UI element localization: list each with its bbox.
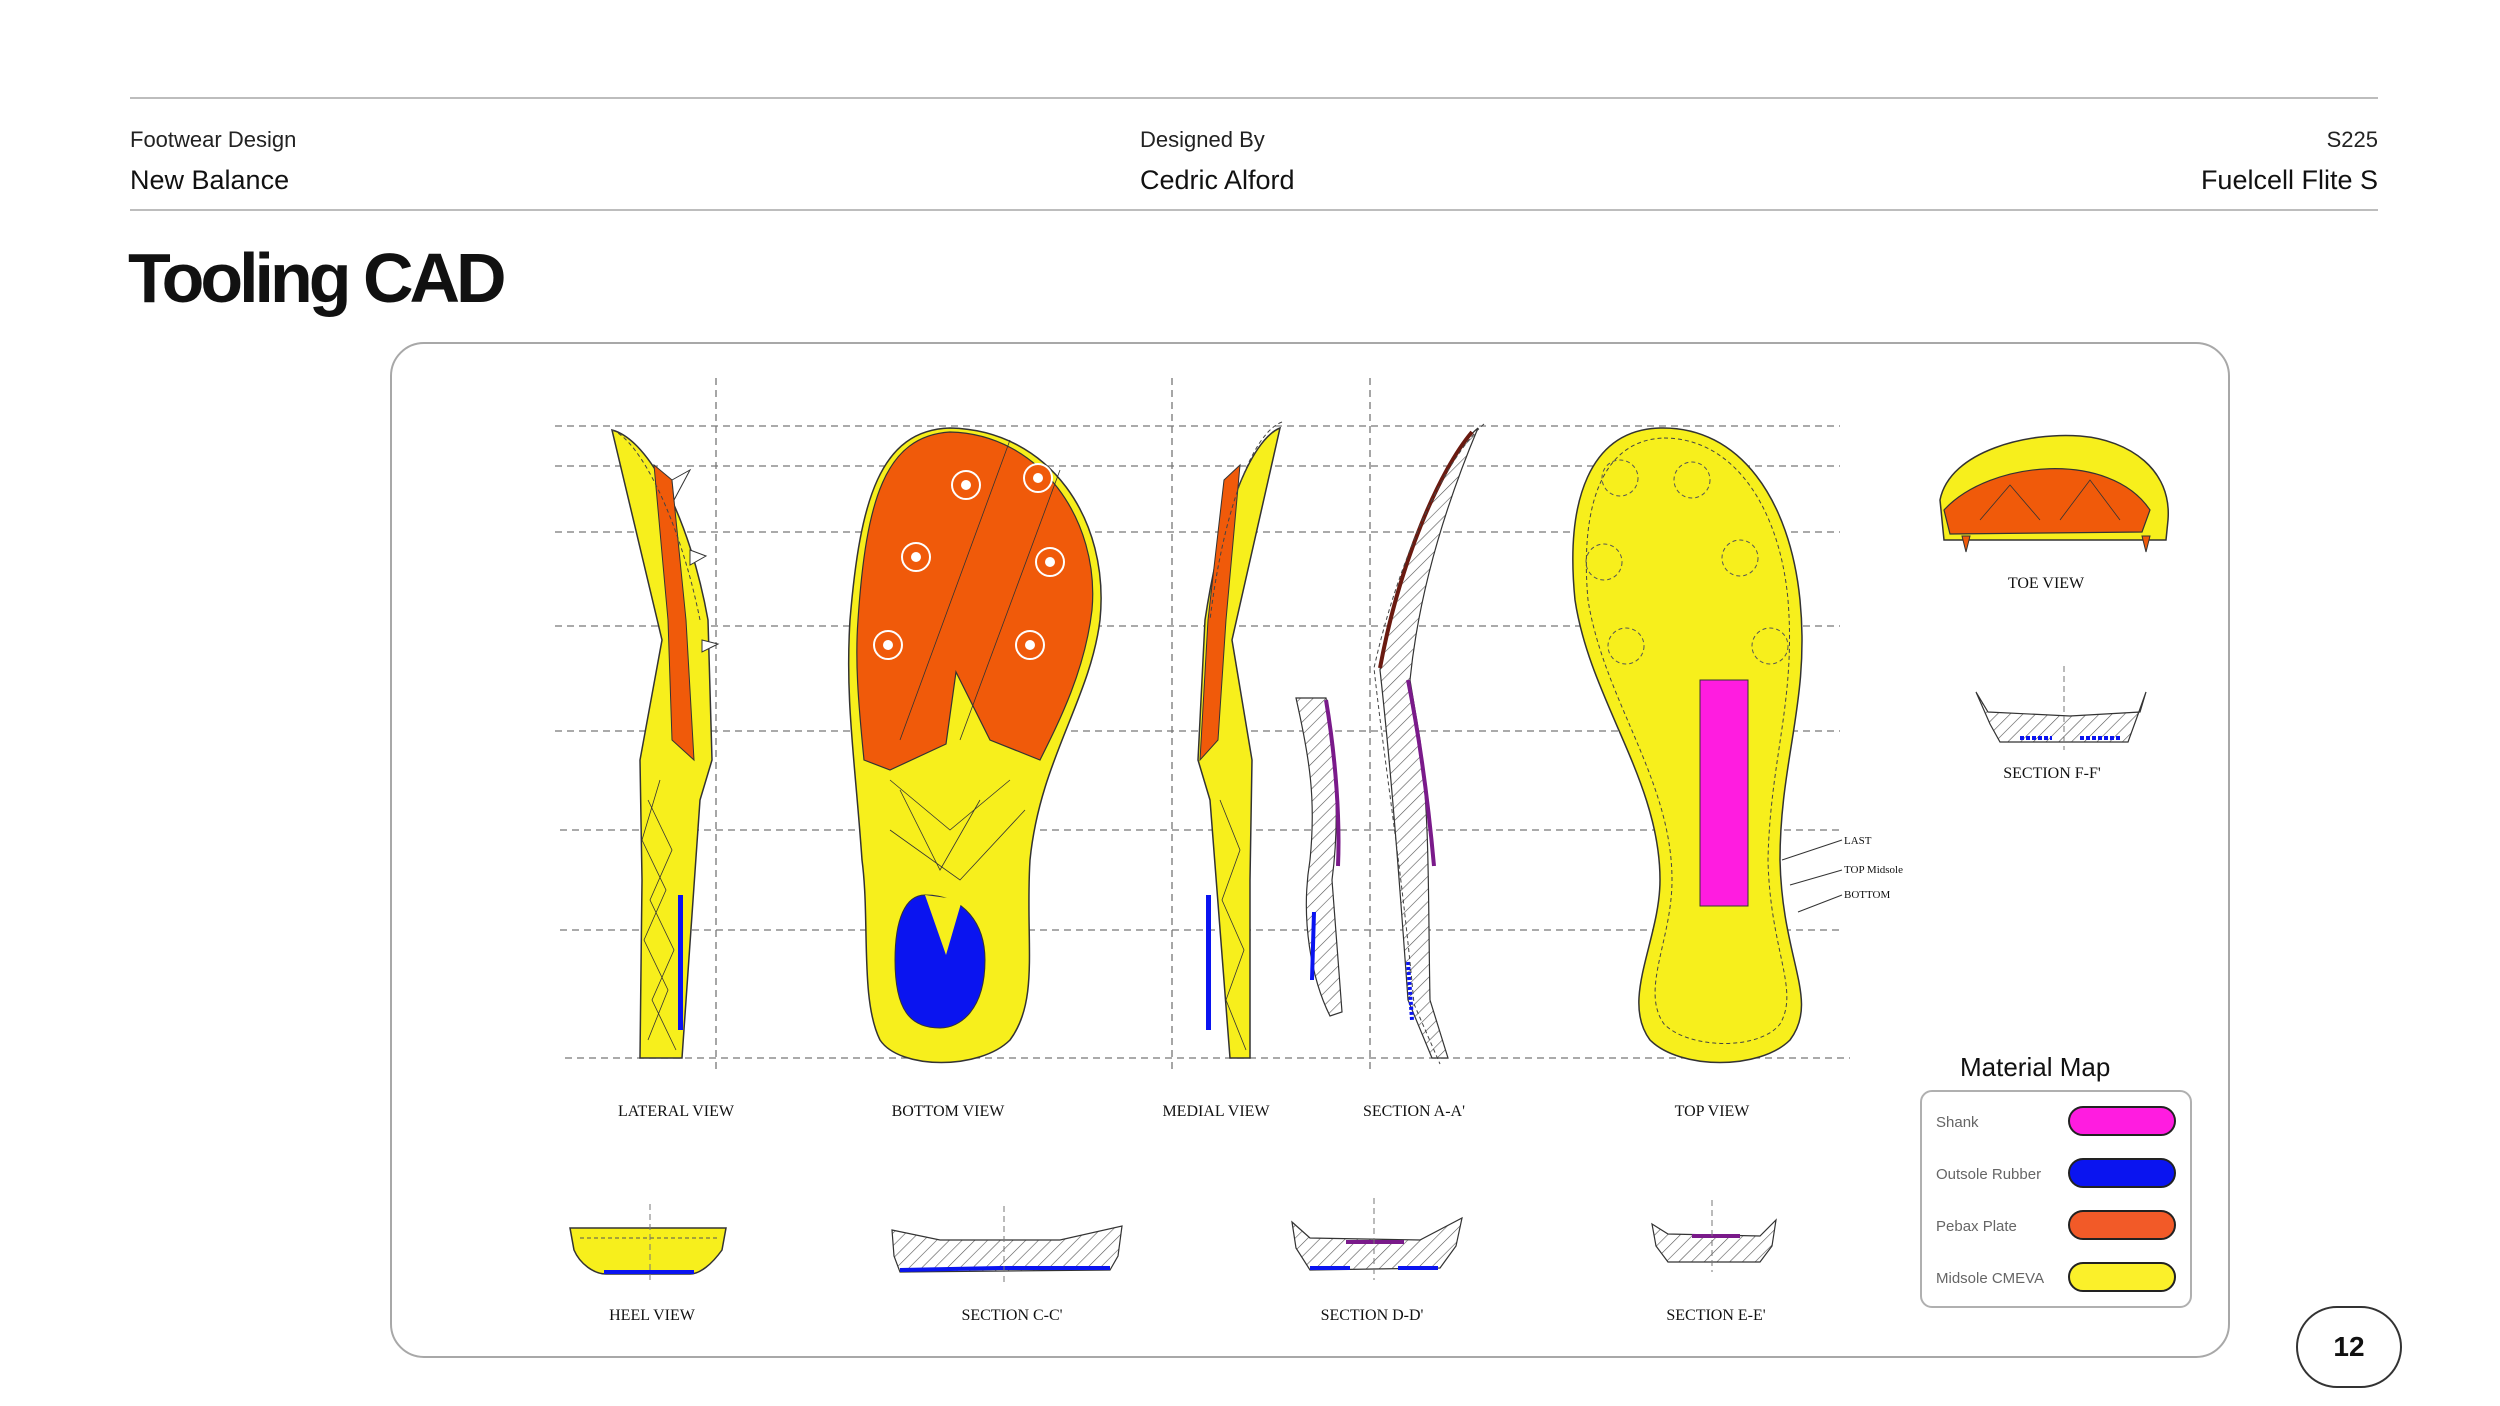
header-label: Designed By xyxy=(1140,127,1265,152)
header-bottom-rule xyxy=(130,209,2378,211)
section-cc-drawing xyxy=(891,1206,1123,1282)
label-medial-view: MEDIAL VIEW xyxy=(1162,1103,1270,1120)
label-section-ee: SECTION E-E' xyxy=(1666,1307,1765,1324)
callout-bottom: BOTTOM xyxy=(1844,889,1890,901)
legend-label: Shank xyxy=(1936,1114,1979,1131)
material-map-legend: Shank Outsole Rubber Pebax Plate Midsole… xyxy=(1920,1090,2192,1308)
heel-view-drawing xyxy=(569,1204,727,1282)
callout-top-midsole: TOP Midsole xyxy=(1844,864,1903,876)
legend-item-outsole-rubber: Outsole Rubber xyxy=(1936,1158,2176,1192)
material-map-title: Material Map xyxy=(1960,1052,2111,1082)
legend-swatch xyxy=(2068,1158,2176,1188)
lateral-view-drawing xyxy=(610,428,720,1059)
toe-view-drawing xyxy=(1939,434,2169,553)
header-top-rule xyxy=(130,97,2378,99)
callout-last: LAST xyxy=(1844,835,1872,847)
label-section-dd: SECTION D-D' xyxy=(1321,1307,1424,1324)
page-number: 12 xyxy=(2296,1306,2402,1388)
bottom-view-drawing xyxy=(847,427,1102,1064)
legend-swatch xyxy=(2068,1106,2176,1136)
page-title: Tooling CAD xyxy=(128,239,507,317)
section-aa-drawing xyxy=(1373,423,1485,1065)
section-ff-drawing xyxy=(1975,666,2147,750)
product-name: Fuelcell Flite S xyxy=(2200,165,2378,195)
label-bottom-view: BOTTOM VIEW xyxy=(892,1103,1006,1120)
top-view-drawing xyxy=(1572,427,1843,1064)
designer-name: Cedric Alford xyxy=(1140,165,1295,195)
legend-swatch xyxy=(2068,1262,2176,1292)
legend-item-shank: Shank xyxy=(1936,1106,2176,1140)
header-product: S225 Fuelcell Flite S xyxy=(2201,127,2378,196)
label-toe-view: TOE VIEW xyxy=(2008,575,2085,592)
header-brand: Footwear Design New Balance xyxy=(130,127,296,196)
legend-item-midsole-cmeva: Midsole CMEVA xyxy=(1936,1262,2176,1296)
section-strip-drawing xyxy=(1295,697,1343,1017)
legend-label: Outsole Rubber xyxy=(1936,1166,2042,1183)
header-label: Footwear Design xyxy=(130,127,297,152)
legend-label: Midsole CMEVA xyxy=(1936,1270,2045,1287)
legend-item-pebax-plate: Pebax Plate xyxy=(1936,1210,2176,1244)
brand-name: New Balance xyxy=(130,165,290,195)
season-code: S225 xyxy=(2326,127,2378,152)
label-section-ff: SECTION F-F' xyxy=(2003,765,2101,782)
label-section-aa: SECTION A-A' xyxy=(1363,1103,1465,1120)
medial-view-drawing xyxy=(1197,421,1283,1059)
section-dd-drawing xyxy=(1291,1198,1463,1280)
label-lateral-view: LATERAL VIEW xyxy=(618,1103,735,1120)
section-ee-drawing xyxy=(1651,1200,1777,1272)
header-designer: Designed By Cedric Alford xyxy=(1140,127,1295,196)
label-top-view: TOP VIEW xyxy=(1675,1103,1751,1120)
label-section-cc: SECTION C-C' xyxy=(961,1307,1062,1324)
label-heel-view: HEEL VIEW xyxy=(609,1307,696,1324)
legend-swatch xyxy=(2068,1210,2176,1240)
legend-label: Pebax Plate xyxy=(1936,1218,2017,1235)
